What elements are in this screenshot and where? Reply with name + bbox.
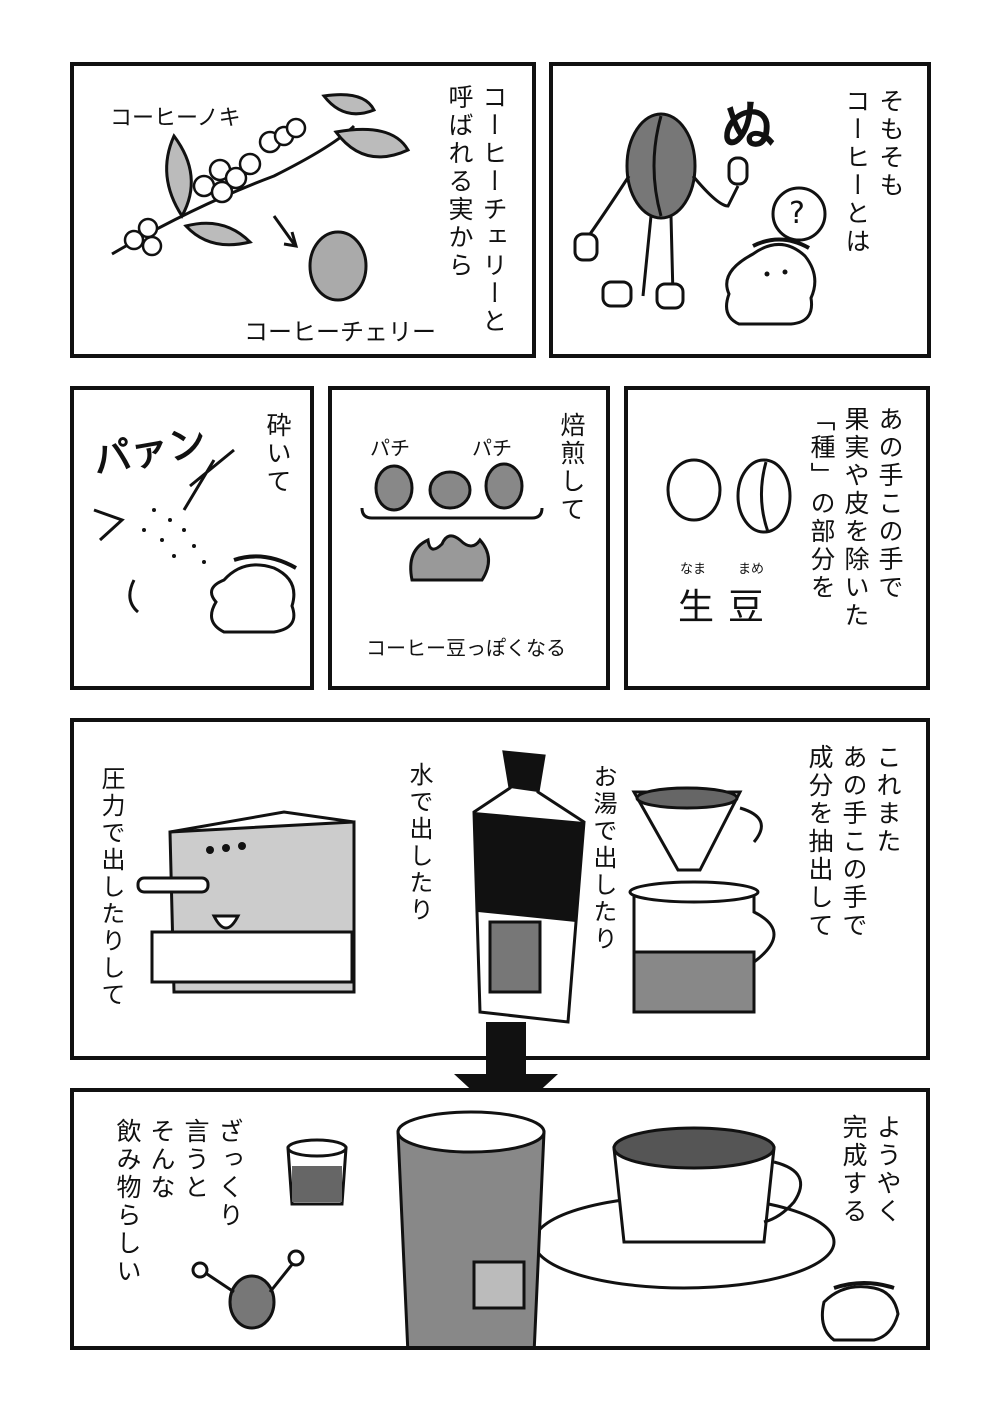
panel-what-is-coffee: そもそも コーヒーとは ぬ ? xyxy=(549,62,931,358)
caption: そもそも コーヒーとは xyxy=(842,88,905,256)
espresso-cup-illustration xyxy=(286,1138,348,1206)
green-bean-illustration xyxy=(666,458,792,534)
ruby-mame: まめ xyxy=(738,562,765,577)
coffee-cup-illustration xyxy=(532,1126,836,1290)
blob-character xyxy=(820,1281,900,1342)
caption-right: ようやく 完成する xyxy=(839,1114,902,1226)
grinding-illustration xyxy=(93,448,297,634)
caption: これまた あの手この手で 成分を抽出して xyxy=(805,744,902,940)
label-coffee-cherry: コーヒーチェリー xyxy=(244,318,436,346)
label-green-bean: 生豆 xyxy=(678,587,779,628)
sfx-nu: ぬ xyxy=(721,95,775,158)
panel-extraction: これまた あの手この手で 成分を抽出して お湯で出したり 水で出したり 圧力で出… xyxy=(70,718,930,1060)
roasting-illustration xyxy=(360,462,544,582)
label-espresso: 圧力で出したりして xyxy=(97,766,125,1009)
panel-green-beans: あの手この手で 果実や皮を除いた 「種」の部分を なま まめ 生豆 xyxy=(624,386,930,690)
panel-coffee-cherry: コーヒーチェリーと 呼ばれる実から コーヒーノキ コーヒーチェリー xyxy=(70,62,536,358)
cold-brew-bottle-illustration xyxy=(472,750,586,1024)
caption: 焙煎して xyxy=(557,412,586,524)
blob-character xyxy=(725,237,817,326)
caption-bottom: コーヒー豆っぽくなる xyxy=(366,636,566,660)
speech-bubble xyxy=(771,186,827,242)
label-coffee-tree: コーヒーノキ xyxy=(110,106,241,131)
coffee-branch-illustration xyxy=(111,93,411,302)
pour-over-illustration xyxy=(628,786,776,1014)
caption: あの手この手で 果実や皮を除いた 「種」の部分を xyxy=(807,406,904,630)
label-pour-over: お湯で出したり xyxy=(589,764,617,953)
espresso-machine-illustration xyxy=(136,810,356,994)
sfx-pachi-2: パチ xyxy=(472,436,512,460)
panel-roasting: 焙煎して パチ パチ コーヒー豆っぽくなる xyxy=(328,386,610,690)
iced-coffee-glass-illustration xyxy=(396,1110,546,1346)
ruby-nama: なま xyxy=(680,562,707,577)
label-cold-brew: 水で出したり xyxy=(405,762,433,924)
caption: コーヒーチェリーと 呼ばれる実から xyxy=(445,84,508,336)
bean-character-cheering xyxy=(191,1249,305,1330)
coffee-bean-character xyxy=(573,112,749,310)
caption: 砕いて xyxy=(263,412,292,496)
caption-left: ざっくり 言うと そんな 飲み物らしい xyxy=(113,1118,244,1286)
panel-finished-drink: ようやく 完成する ざっくり 言うと そんな 飲み物らしい xyxy=(70,1088,930,1350)
panel-grinding: 砕いて パァン xyxy=(70,386,314,690)
sfx-pachi-1: パチ xyxy=(370,436,410,460)
speech-text: ? xyxy=(789,196,805,231)
